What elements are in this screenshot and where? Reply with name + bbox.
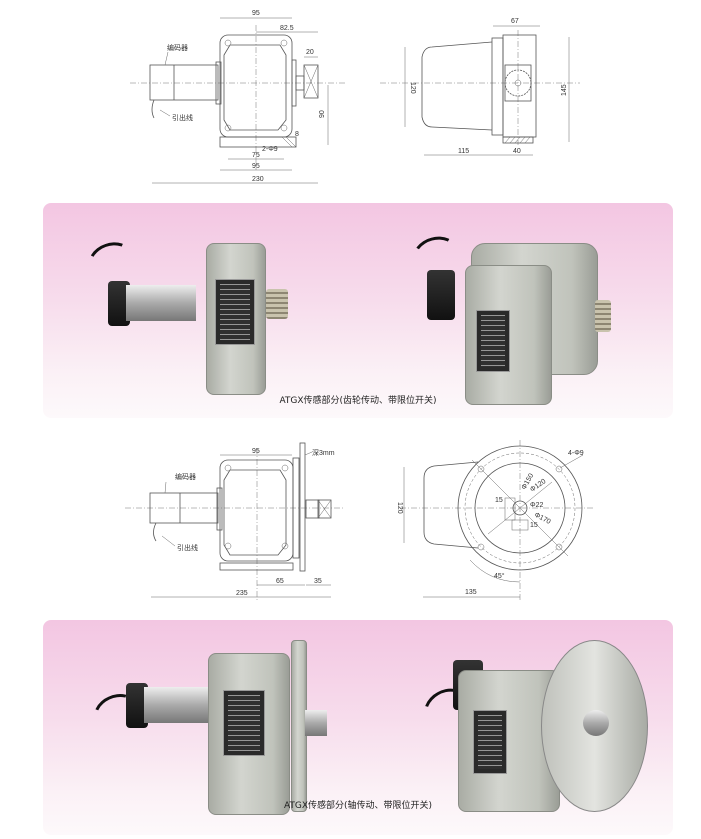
dimension-label: 90 [319,110,326,118]
dimension-label: 230 [252,176,264,183]
dimension-label: 145 [561,84,568,96]
product-photo-panel-gear-drive: ATGX传感部分(齿轮传动、带限位开关) [43,203,673,418]
depth-label: 深3mm [312,448,335,457]
dimension-label: 8 [295,131,299,138]
dimension-label: 95 [252,10,260,17]
gear-drive-sensor-front-photo [83,231,388,401]
dimension-label: 120 [396,502,403,514]
product-photo-panel-shaft-drive: ATGX传感部分(轴传动、带限位开关) [43,620,673,835]
dimension-label: 67 [511,18,519,25]
dimension-label: 235 [236,590,248,597]
shaft-drive-dimension-drawing: 95 深3mm 65 35 235 编码器 引出线 120 135 45° 4-… [125,440,595,600]
dimension-label: 65 [276,578,284,585]
caption-shaft-drive: ATGX传感部分(轴传动、带限位开关) [283,801,433,811]
encoder-label: 编码器 [167,43,188,52]
dimension-label: 82.5 [280,25,294,32]
dimension-label: 2-Φ9 [262,146,278,153]
dimension-label: 135 [465,589,477,596]
lead-wire-label: 引出线 [177,543,198,552]
dimension-label: 95 [252,163,260,170]
encoder-label: 编码器 [175,472,196,481]
caption-gear-drive: ATGX传感部分(齿轮传动、带限位开关) [279,396,437,406]
dimension-label: 45° [494,572,505,580]
dimension-label: 20 [306,49,314,56]
shaft-drive-sensor-front-photo [87,635,388,820]
dimension-label: 95 [252,448,260,455]
dimension-label: 40 [513,148,521,155]
dimension-label: 15 [495,497,503,504]
gear-drive-dimension-drawing: 95 82.5 20 90 8 2-Φ9 75 95 230 编码器 引出线 6… [130,10,580,184]
dimension-label: 15 [530,522,538,529]
dimension-label: 35 [314,578,322,585]
shaft-drive-sensor-angled-photo [417,630,673,820]
dimension-label: 4-Φ9 [568,450,584,457]
dimension-label: 120 [409,82,416,94]
dimension-label: 115 [458,148,469,155]
dimension-label: Φ22 [530,502,543,509]
dimension-label: 75 [252,152,260,159]
gear-drive-sensor-angled-photo [409,225,673,405]
lead-wire-label: 引出线 [172,113,193,122]
